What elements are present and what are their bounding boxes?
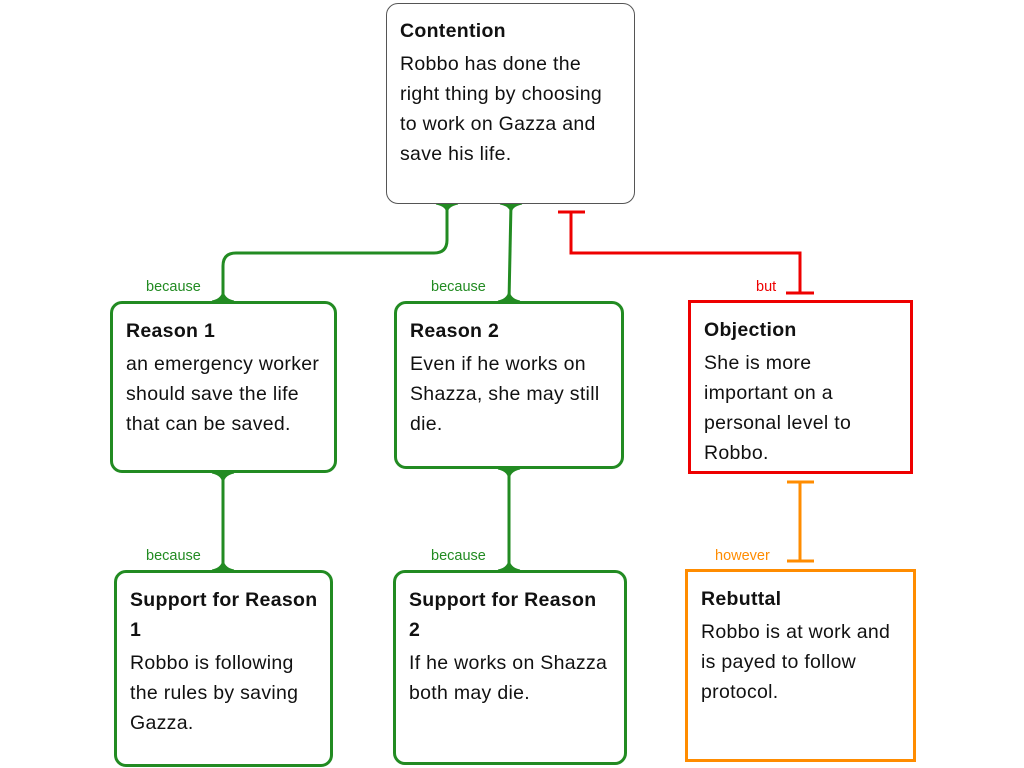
node-body: Robbo is at work and is payed to follow … (701, 621, 891, 703)
connector-label-because: because (146, 548, 201, 564)
node-body: Robbo has done the right thing by choosi… (400, 53, 603, 165)
node-body: If he works on Shazza both may die. (409, 652, 608, 704)
node-title: Objection (704, 319, 797, 341)
connector-objection-contention (558, 210, 814, 295)
node-body: She is more important on a personal leve… (704, 352, 852, 464)
rebuttal-node[interactable]: Rebuttal Robbo is at work and is payed t… (685, 569, 916, 762)
connector-reason1-contention (211, 203, 459, 302)
reason-2-node[interactable]: Reason 2 Even if he works on Shazza, she… (394, 301, 624, 469)
connector-reason2-contention (497, 203, 523, 302)
connector-label-however: however (715, 548, 770, 564)
connector-label-but: but (756, 279, 777, 295)
support-reason-1-node[interactable]: Support for Reason 1 Robbo is following … (114, 570, 333, 767)
contention-node[interactable]: Contention Robbo has done the right thin… (386, 3, 635, 204)
node-title: Reason 1 (126, 320, 216, 342)
reason-1-node[interactable]: Reason 1 an emergency worker should save… (110, 301, 337, 473)
node-title: Contention (400, 20, 506, 42)
connector-rebuttal-objection (787, 480, 814, 563)
node-body: Even if he works on Shazza, she may stil… (410, 353, 600, 435)
connector-label-because: because (146, 279, 201, 295)
connector-support2-reason2 (497, 468, 521, 571)
connector-label-because: because (431, 548, 486, 564)
node-title: Support for Reason 2 (409, 589, 597, 641)
node-title: Rebuttal (701, 588, 782, 610)
node-body: an emergency worker should save the life… (126, 353, 320, 435)
objection-node[interactable]: Objection She is more important on a per… (688, 300, 913, 474)
connector-support1-reason1 (211, 472, 235, 571)
support-reason-2-node[interactable]: Support for Reason 2 If he works on Shaz… (393, 570, 627, 765)
node-body: Robbo is following the rules by saving G… (130, 652, 299, 734)
connector-label-because: because (431, 279, 486, 295)
node-title: Reason 2 (410, 320, 500, 342)
node-title: Support for Reason 1 (130, 589, 318, 641)
